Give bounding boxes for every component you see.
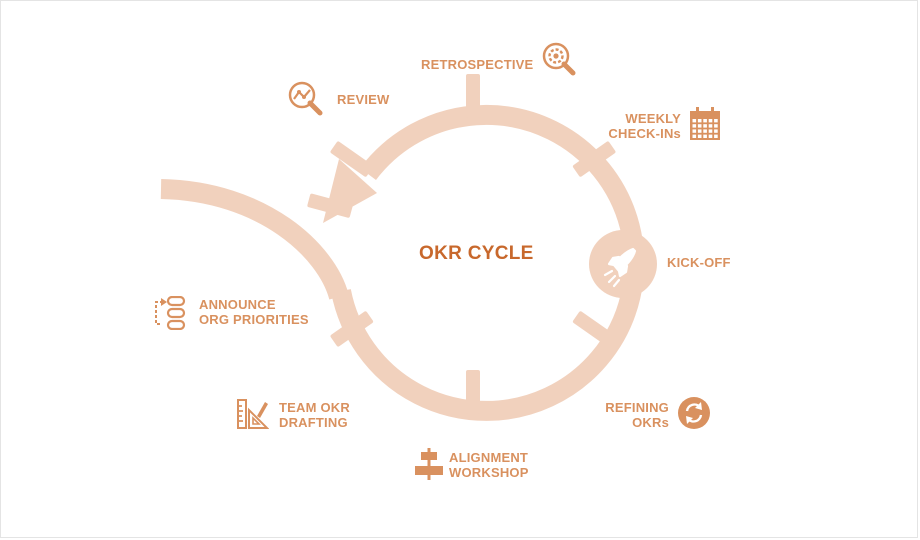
cycle-tick-1	[466, 74, 480, 118]
magnifier-chart-icon	[288, 81, 323, 116]
cycle-tick-6	[307, 193, 353, 218]
magnifier-gear-icon	[542, 42, 576, 76]
stage-label-alignment-workshop: ALIGNMENT WORKSHOP	[449, 450, 529, 480]
stage-label-announce-org-priorities: ANNOUNCE ORG PRIORITIES	[199, 297, 309, 327]
cycle-tick-5	[330, 311, 374, 347]
lead-in-track	[160, 179, 349, 300]
stage-label-weekly-check-ins: WEEKLY CHECK-INs	[608, 111, 681, 141]
refresh-icon	[678, 397, 710, 429]
cycle-tick-4	[466, 370, 480, 414]
diagram-title: OKR CYCLE	[419, 243, 534, 264]
alignment-icon	[415, 448, 443, 480]
stage-label-refining-okrs: REFINING OKRs	[605, 400, 669, 430]
ruler-pencil-icon	[237, 399, 269, 429]
calendar-icon	[690, 107, 720, 140]
stage-label-kick-off: KICK-OFF	[667, 255, 731, 270]
stage-label-team-okr-drafting: TEAM OKR DRAFTING	[279, 400, 350, 430]
cycle-tick-3	[572, 311, 616, 347]
flow-icon	[155, 296, 186, 330]
rocket-icon	[603, 247, 637, 288]
stage-label-review: REVIEW	[337, 92, 390, 107]
cycle-tick-7	[330, 141, 374, 177]
cycle-tick-2	[572, 141, 616, 177]
stage-label-retrospective: RETROSPECTIVE	[421, 57, 534, 72]
cycle-ticks	[307, 74, 616, 414]
